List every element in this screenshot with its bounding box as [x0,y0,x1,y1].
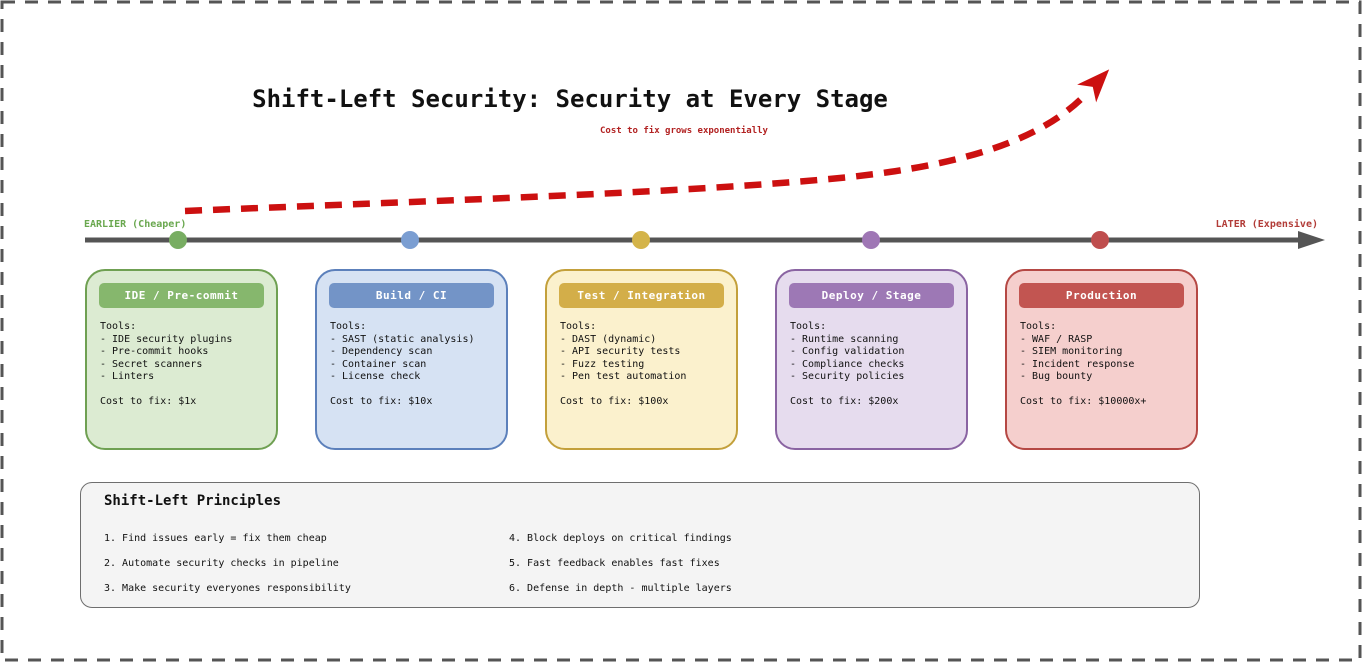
tool-item: - Config validation [790,346,905,357]
stage-card-deploy-stage: Deploy / Stage Tools: - Runtime scanning… [775,269,968,450]
principle-item: 6. Defense in depth - multiple layers [509,583,732,594]
timeline-dot-build [401,231,419,249]
stage-card-title: Production [1019,283,1184,308]
tool-item: - Incident response [1020,358,1135,370]
cost-to-fix-label: Cost to fix: $1x [100,395,197,407]
stage-card-title: IDE / Pre-commit [99,283,264,308]
stage-card-production: Production Tools: - WAF / RASP - SIEM mo… [1005,269,1198,450]
principle-item: 4. Block deploys on critical findings [509,533,732,544]
tools-label: Tools: [100,321,137,332]
cost-growth-curve [184,69,1110,215]
tool-item: - Runtime scanning [790,333,899,345]
timeline-arrowhead-icon [1298,231,1325,249]
stage-card-title: Build / CI [329,283,494,308]
tool-item: - Fuzz testing [560,358,645,370]
timeline-label-later: LATER (Expensive) [1215,219,1318,230]
tool-item: - IDE security plugins [100,333,233,345]
tool-item: - Bug bounty [1020,371,1093,382]
timeline-dot-production [1091,231,1109,249]
timeline-dot-ide [169,231,187,249]
tool-item: - Secret scanners [100,358,203,370]
tools-label: Tools: [1020,321,1057,332]
principles-column-left: 1. Find issues early = fix them cheap 2.… [104,526,351,601]
stage-card-title: Deploy / Stage [789,283,954,308]
tool-item: - Compliance checks [790,358,905,370]
tool-item: - Dependency scan [330,346,433,357]
tool-item: - Container scan [330,358,427,370]
stage-card-ide-pre-commit: IDE / Pre-commit Tools: - IDE security p… [85,269,278,450]
cost-to-fix-label: Cost to fix: $200x [790,395,899,407]
tool-item: - SIEM monitoring [1020,346,1123,357]
tool-item: - SAST (static analysis) [330,333,475,345]
tool-item: - Pen test automation [560,371,687,382]
principles-box: Shift-Left Principles 1. Find issues ear… [80,482,1200,608]
principle-item: 5. Fast feedback enables fast fixes [509,558,720,569]
stage-card-title: Test / Integration [559,283,724,308]
stage-card-body: Tools: - DAST (dynamic) - API security t… [547,321,736,408]
principles-title: Shift-Left Principles [104,493,282,509]
tools-label: Tools: [330,321,367,332]
principle-item: 3. Make security everyones responsibilit… [104,583,351,594]
timeline-label-earlier: EARLIER (Cheaper) [84,219,187,230]
stage-card-build-ci: Build / CI Tools: - SAST (static analysi… [315,269,508,450]
tool-item: - License check [330,371,421,382]
cost-to-fix-label: Cost to fix: $100x [560,395,669,407]
timeline-dot-test [632,231,650,249]
stage-card-body: Tools: - IDE security plugins - Pre-comm… [87,321,276,408]
tool-item: - WAF / RASP [1020,333,1093,345]
stage-card-body: Tools: - SAST (static analysis) - Depend… [317,321,506,408]
stage-card-body: Tools: - WAF / RASP - SIEM monitoring - … [1007,321,1196,408]
tool-item: - API security tests [560,346,681,357]
timeline-dot-deploy [862,231,880,249]
principles-column-right: 4. Block deploys on critical findings 5.… [509,526,732,601]
tools-label: Tools: [790,321,827,332]
page-title: Shift-Left Security: Security at Every S… [252,85,888,113]
stage-card-body: Tools: - Runtime scanning - Config valid… [777,321,966,408]
page-subtitle: Cost to fix grows exponentially [600,126,768,136]
cost-to-fix-label: Cost to fix: $10000x+ [1020,395,1147,407]
stage-card-test-integration: Test / Integration Tools: - DAST (dynami… [545,269,738,450]
principle-item: 2. Automate security checks in pipeline [104,558,339,569]
tool-item: - Pre-commit hooks [100,346,209,357]
tools-label: Tools: [560,321,597,332]
principle-item: 1. Find issues early = fix them cheap [104,533,327,544]
cost-to-fix-label: Cost to fix: $10x [330,395,433,407]
tool-item: - Security policies [790,371,905,382]
tool-item: - DAST (dynamic) [560,333,657,345]
tool-item: - Linters [100,371,155,382]
